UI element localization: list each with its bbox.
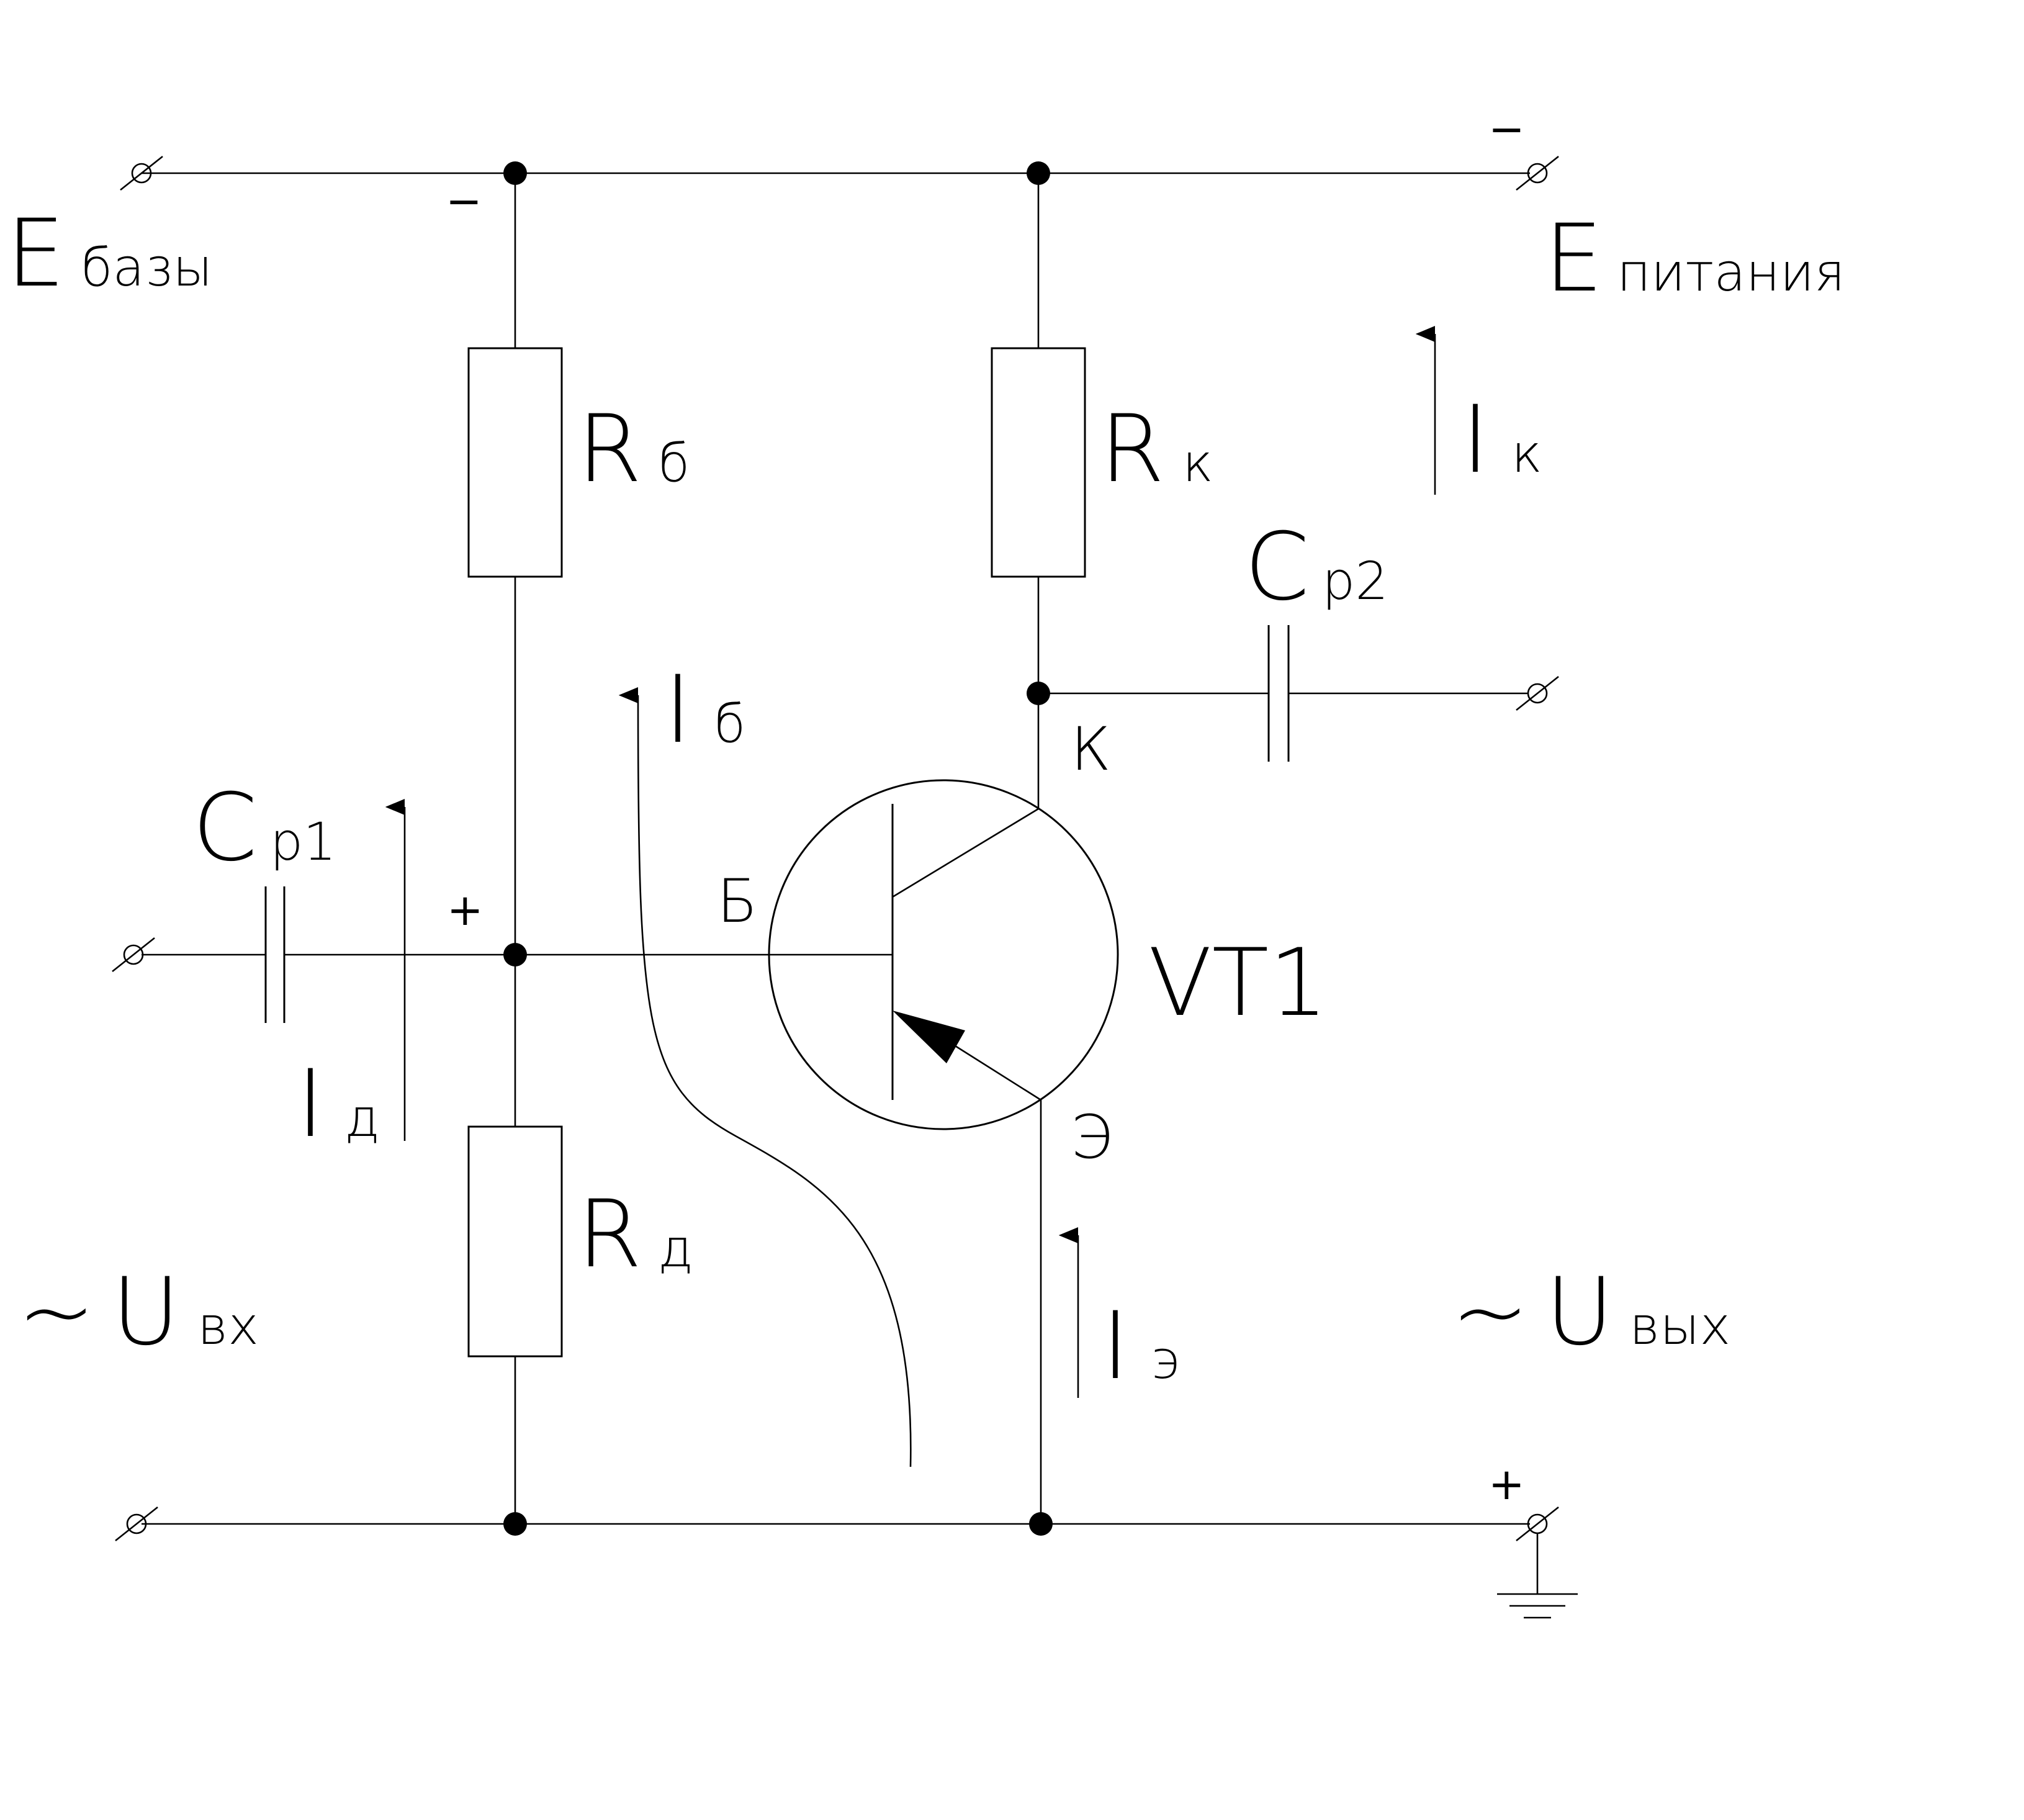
svg-text:питания: питания	[1617, 242, 1845, 303]
terminal-base-supply	[120, 155, 163, 191]
label-plus-node: +	[447, 885, 484, 935]
terminal-supply	[1516, 155, 1559, 191]
label-cp1: C р1	[192, 774, 336, 882]
current-arrows	[385, 326, 1436, 1467]
svg-text:C: C	[192, 774, 258, 882]
svg-text:б: б	[658, 433, 690, 493]
svg-text:I: I	[1462, 386, 1489, 494]
resistor-rd	[467, 1125, 563, 1358]
resistor-rb	[467, 347, 563, 578]
transistor-body	[768, 779, 1119, 1130]
svg-text:I: I	[297, 1050, 324, 1158]
svg-text:U: U	[1545, 1258, 1614, 1366]
svg-text:р1: р1	[270, 811, 336, 872]
svg-text:U: U	[112, 1258, 180, 1366]
svg-text:вых: вых	[1629, 1295, 1730, 1356]
label-vt1: VT1	[1148, 929, 1328, 1037]
transistor-vt1	[768, 779, 1119, 1130]
resistor-rk	[991, 347, 1086, 578]
junction-dot	[503, 943, 527, 966]
svg-text:р2: р2	[1322, 551, 1388, 611]
label-id: I д	[297, 1050, 380, 1158]
capacitor-cp1	[264, 881, 286, 1023]
junction-dot	[503, 1512, 527, 1536]
label-e-base: E базы	[6, 200, 213, 308]
svg-text:д: д	[658, 1218, 693, 1279]
svg-text:R: R	[577, 395, 642, 503]
svg-text:R: R	[577, 1181, 642, 1289]
emitter-arrow-icon	[893, 1011, 965, 1063]
label-u-out: ~ U вых	[1451, 1258, 1730, 1366]
label-rd: R д	[577, 1181, 693, 1289]
current-ib-arrow	[618, 687, 912, 1467]
label-minus-base: −	[446, 176, 482, 227]
label-ib: I б	[664, 656, 745, 764]
label-collector-terminal: К	[1071, 714, 1111, 784]
svg-text:R: R	[1100, 395, 1164, 503]
svg-text:к: к	[1511, 423, 1542, 484]
svg-text:вх: вх	[197, 1295, 259, 1356]
label-cp2: C р2	[1244, 513, 1388, 621]
svg-text:E: E	[6, 200, 65, 308]
transistor-collector-lead	[892, 808, 1039, 898]
junction-dot	[1027, 161, 1050, 185]
junction-dot	[1027, 682, 1050, 705]
svg-text:к: к	[1182, 433, 1213, 493]
label-plus-ground: +	[1488, 1459, 1525, 1510]
label-rb: R б	[577, 395, 690, 503]
label-e-supply: E питания	[1544, 205, 1845, 313]
svg-text:базы: базы	[81, 237, 213, 298]
svg-text:C: C	[1244, 513, 1310, 621]
svg-text:б: б	[714, 693, 745, 754]
svg-text:э: э	[1151, 1330, 1180, 1390]
svg-text:~: ~	[1451, 1258, 1529, 1366]
label-minus-supply: −	[1488, 104, 1525, 155]
label-ie: I э	[1102, 1292, 1180, 1400]
ground-icon	[1497, 1533, 1578, 1619]
junctions	[503, 161, 1053, 1536]
label-emitter-terminal: Э	[1071, 1102, 1112, 1172]
transistor-emitter-lead	[948, 1040, 1041, 1101]
terminal-common-left	[115, 1506, 158, 1542]
terminal-output	[1516, 675, 1559, 711]
svg-text:~: ~	[17, 1258, 96, 1366]
label-ik: I к	[1462, 386, 1542, 494]
label-base-terminal: Б	[717, 867, 758, 936]
svg-text:I: I	[1102, 1292, 1129, 1400]
svg-text:д: д	[344, 1088, 380, 1148]
svg-text:I: I	[664, 656, 691, 764]
terminal-input	[112, 937, 155, 973]
svg-text:E: E	[1544, 205, 1603, 313]
labels: E базы E питания R б R к R д C р1 C р2 I	[6, 104, 1845, 1510]
label-u-in: ~ U вх	[17, 1258, 259, 1366]
label-rk: R к	[1100, 395, 1213, 503]
junction-dot	[503, 161, 527, 185]
junction-dot	[1029, 1512, 1053, 1536]
capacitor-cp2	[1267, 621, 1290, 762]
